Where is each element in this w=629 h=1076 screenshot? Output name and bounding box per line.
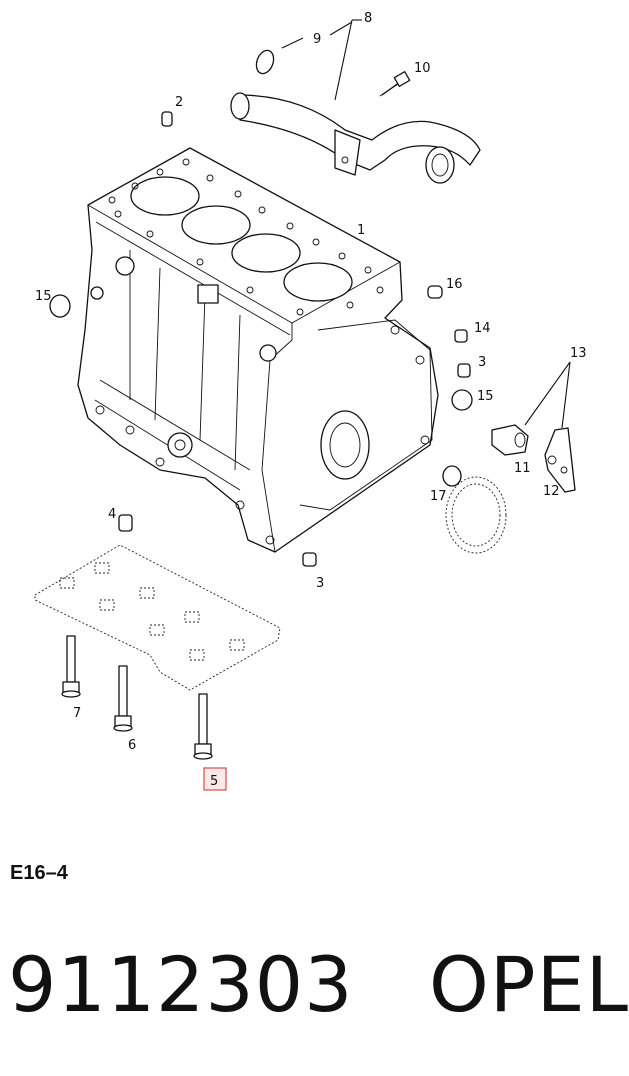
plug-15-left bbox=[49, 294, 71, 318]
plug-15-right bbox=[451, 389, 473, 411]
lower-gasket bbox=[34, 544, 281, 691]
callout-15-left: 15 bbox=[35, 289, 52, 304]
bolt-5 bbox=[193, 693, 213, 760]
callout-9: 9 bbox=[313, 32, 321, 47]
callout-17: 17 bbox=[430, 489, 447, 504]
callout-12: 12 bbox=[543, 484, 560, 499]
callout-13: 13 bbox=[570, 346, 587, 361]
dowel-4 bbox=[118, 514, 133, 532]
bolt-6 bbox=[113, 665, 133, 732]
callout-3-bottom: 3 bbox=[316, 576, 324, 591]
exploded-parts-diagram: 8 9 10 2 1 15 16 14 3 15 13 11 12 17 4 3… bbox=[34, 11, 587, 791]
callout-3-right: 3 bbox=[478, 355, 486, 370]
highlight-box-5 bbox=[203, 767, 227, 791]
callout-15-right: 15 bbox=[477, 389, 494, 404]
sensor-bracket bbox=[544, 427, 576, 493]
bolt-7 bbox=[61, 635, 81, 698]
plug-16 bbox=[427, 285, 443, 299]
callout-11: 11 bbox=[514, 461, 531, 476]
dowel-3-bottom bbox=[302, 552, 317, 567]
callout-2: 2 bbox=[175, 95, 183, 110]
plug-14 bbox=[454, 329, 468, 343]
callout-8: 8 bbox=[364, 11, 372, 26]
engine-block bbox=[77, 147, 439, 553]
callout-7: 7 bbox=[73, 706, 81, 721]
o-ring bbox=[255, 49, 275, 75]
callout-10: 10 bbox=[414, 61, 431, 76]
callout-14: 14 bbox=[474, 321, 491, 336]
pipe-bolt bbox=[379, 71, 411, 97]
dowel-pin bbox=[161, 111, 173, 127]
part-number-line: 9112303 OPEL bbox=[8, 940, 629, 1029]
callout-labels: 8 9 10 2 1 15 16 14 3 15 13 11 12 17 4 3… bbox=[35, 11, 587, 791]
callout-16: 16 bbox=[446, 277, 463, 292]
sensor bbox=[491, 424, 529, 456]
plug-3-right bbox=[457, 363, 471, 378]
crankshaft-seal bbox=[445, 476, 507, 554]
coolant-pipe bbox=[230, 92, 481, 184]
callout-5: 5 bbox=[210, 774, 218, 789]
diagram-code: E16–4 bbox=[10, 862, 68, 884]
leader-lines bbox=[281, 19, 571, 429]
callout-6: 6 bbox=[128, 738, 136, 753]
plug-17 bbox=[442, 465, 462, 487]
callout-4: 4 bbox=[108, 507, 116, 522]
callout-1: 1 bbox=[357, 223, 365, 238]
